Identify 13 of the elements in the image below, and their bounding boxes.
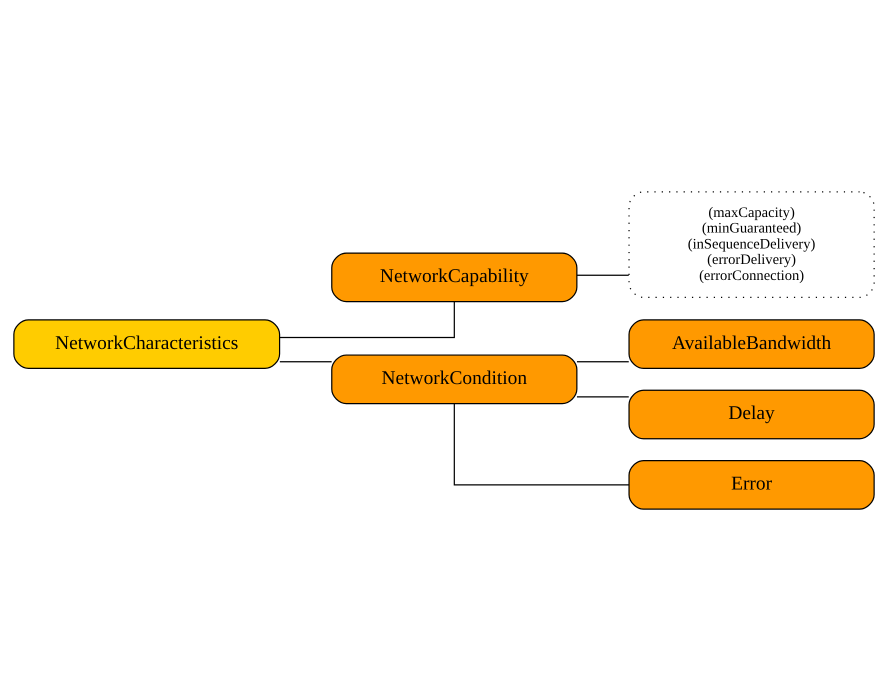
connector (280, 301, 455, 338)
connector (576, 274, 629, 276)
node-box: NetworkCapability (331, 252, 578, 302)
connector (280, 360, 332, 362)
connector (454, 403, 629, 485)
node-box: (maxCapacity) (minGuaranteed) (inSequenceDelivery) (errorDelivery) (errorConnection) (628, 190, 875, 298)
connector (576, 396, 629, 398)
connector (576, 360, 629, 362)
node-box: NetworkCondition (331, 354, 578, 404)
node-box: AvailableBandwidth (628, 318, 875, 368)
node-box: Delay (628, 389, 875, 439)
node-box: NetworkCharacteristics (13, 318, 280, 368)
node-box: Error (628, 460, 875, 510)
